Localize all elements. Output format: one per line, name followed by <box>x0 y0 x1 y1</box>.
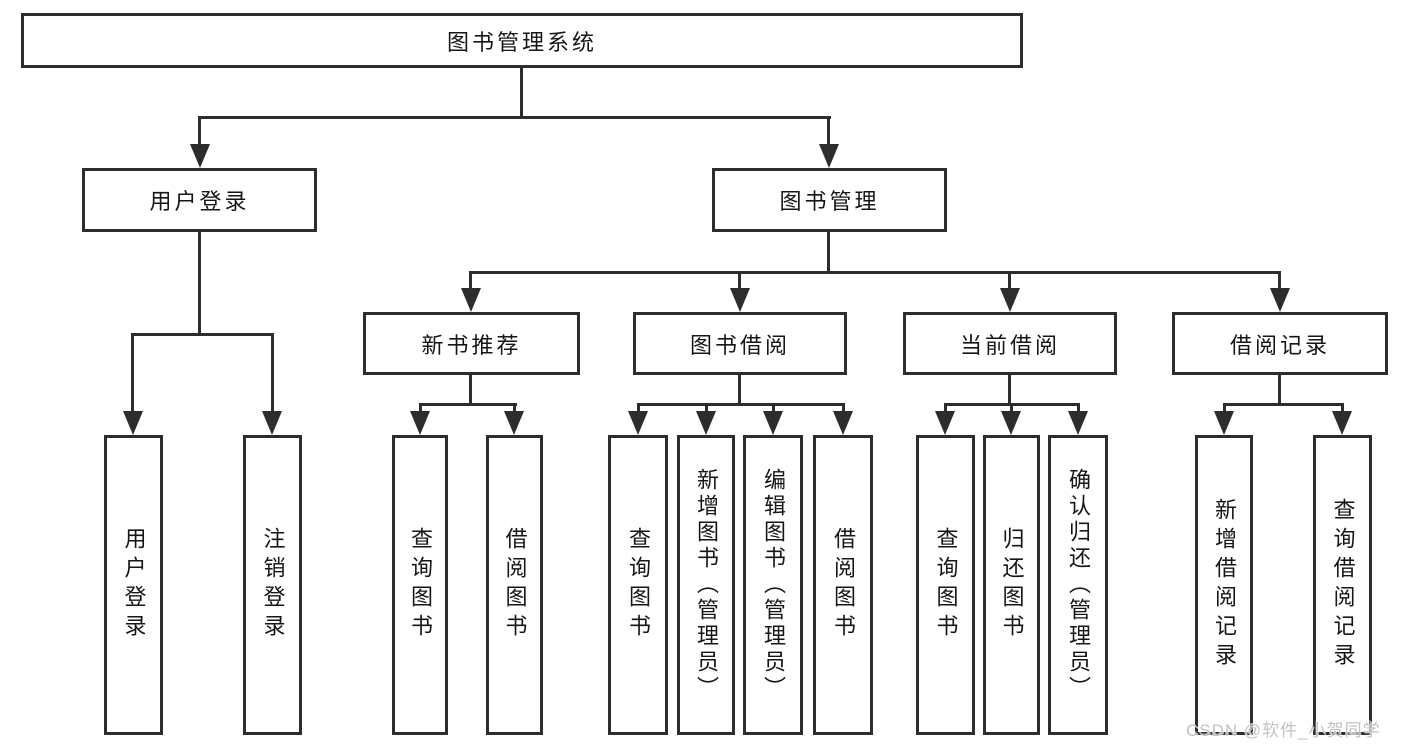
connector-to-leaf <box>842 403 845 413</box>
arrowhead-icon <box>504 411 524 435</box>
node-label: 用户登录 <box>149 189 250 214</box>
node-leaf-borrow-book: 借阅图书 <box>813 435 873 735</box>
node-leaf-user-login: 用户登录 <box>104 435 163 735</box>
connector-to-leaf <box>1010 403 1013 413</box>
node-library-system: 图书管理系统 <box>21 13 1023 68</box>
node-leaf-query-borrow-record: 查询借阅记录 <box>1313 435 1372 735</box>
node-label: 新增借阅记录 <box>1212 498 1237 672</box>
node-new-book-recommend: 新书推荐 <box>363 312 580 375</box>
arrowhead-icon <box>763 411 783 435</box>
node-label: 归还图书 <box>999 527 1025 643</box>
node-label: 借阅图书 <box>502 527 528 643</box>
arrowhead-icon <box>833 411 853 435</box>
connector-to-leaf <box>637 403 640 413</box>
node-leaf-confirm-return-admin: 确认归还（管理员） <box>1048 435 1108 735</box>
connector-to-level3 <box>738 271 741 291</box>
connector-to-level3 <box>1278 271 1281 291</box>
node-leaf-add-book-admin: 新增图书（管理员） <box>677 435 735 735</box>
node-leaf-return-book: 归还图书 <box>983 435 1040 735</box>
connector-to-leaf <box>1223 403 1226 413</box>
connector-stem <box>469 375 472 406</box>
connector-to-leaf <box>513 403 516 413</box>
node-leaf-query-book: 查询图书 <box>392 435 448 735</box>
arrowhead-icon <box>262 411 282 435</box>
node-label: 查询图书 <box>933 527 959 643</box>
node-current-borrowing: 当前借阅 <box>903 312 1117 375</box>
node-label: 图书管理 <box>779 189 880 214</box>
node-label: 查询图书 <box>408 527 433 643</box>
node-label: 查询图书 <box>626 527 651 643</box>
connector-to-leaf <box>131 333 134 413</box>
connector-user-login-stem <box>198 232 201 336</box>
connector-stem <box>1278 375 1281 406</box>
node-leaf-add-borrow-record: 新增借阅记录 <box>1195 435 1253 735</box>
connector-to-leaf <box>271 333 274 413</box>
node-label: 图书管理系统 <box>446 29 597 55</box>
node-user-login: 用户登录 <box>82 168 317 232</box>
node-book-borrowing: 图书借阅 <box>633 312 847 375</box>
connector-stem <box>1008 375 1011 406</box>
connector-to-book-management <box>827 116 830 148</box>
node-label: 图书借阅 <box>689 332 790 358</box>
node-leaf-query-book: 查询图书 <box>916 435 975 735</box>
arrowhead-icon <box>1214 411 1234 435</box>
arrowhead-icon <box>1332 411 1352 435</box>
node-leaf-borrow-book: 借阅图书 <box>486 435 543 735</box>
arrowhead-icon <box>935 411 955 435</box>
node-label: 用户登录 <box>121 527 147 643</box>
node-leaf-logout: 注销登录 <box>243 435 302 735</box>
arrowhead-icon <box>410 411 430 435</box>
arrowhead-icon <box>819 144 839 168</box>
watermark: CSDN @软件_小贺同学 <box>1186 721 1381 740</box>
connector-to-leaf <box>419 403 422 413</box>
arrowhead-icon <box>1068 411 1088 435</box>
node-label: 新书推荐 <box>421 332 522 358</box>
connector-to-leaf <box>772 403 775 413</box>
arrowhead-icon <box>730 288 750 312</box>
arrowhead-icon <box>190 144 210 168</box>
connector-book-management-branch <box>469 271 1281 274</box>
connector-to-leaf <box>1077 403 1080 413</box>
connector-branch <box>419 403 517 406</box>
connector-to-level3 <box>469 271 472 291</box>
connector-to-leaf <box>705 403 708 413</box>
connector-user-login-branch <box>131 333 274 336</box>
arrowhead-icon <box>1270 288 1290 312</box>
connector-branch <box>1223 403 1344 406</box>
connector-root-stem <box>520 68 523 119</box>
node-leaf-edit-book-admin: 编辑图书（管理员） <box>743 435 803 735</box>
node-label: 查询借阅记录 <box>1330 498 1356 672</box>
node-label: 注销登录 <box>260 527 286 643</box>
arrowhead-icon <box>696 411 716 435</box>
connector-to-user-login <box>198 116 201 148</box>
node-label: 新增图书（管理员） <box>694 468 719 702</box>
node-borrowing-records: 借阅记录 <box>1172 312 1388 375</box>
connector-book-management-stem <box>827 232 830 274</box>
node-leaf-query-book: 查询图书 <box>608 435 668 735</box>
arrowhead-icon <box>1000 288 1020 312</box>
node-label: 借阅图书 <box>831 527 856 643</box>
connector-root-branch <box>198 116 831 119</box>
node-label: 确认归还（管理员） <box>1066 468 1091 702</box>
arrowhead-icon <box>461 288 481 312</box>
arrowhead-icon <box>628 411 648 435</box>
connector-to-leaf <box>944 403 947 413</box>
arrowhead-icon <box>123 411 143 435</box>
node-label: 编辑图书（管理员） <box>761 468 786 702</box>
node-label: 当前借阅 <box>959 332 1060 358</box>
connector-branch <box>637 403 845 406</box>
node-label: 借阅记录 <box>1229 332 1330 358</box>
connector-stem <box>738 375 741 406</box>
arrowhead-icon <box>1001 411 1021 435</box>
node-book-management: 图书管理 <box>712 168 947 232</box>
connector-to-leaf <box>1341 403 1344 413</box>
connector-to-level3 <box>1008 271 1011 291</box>
